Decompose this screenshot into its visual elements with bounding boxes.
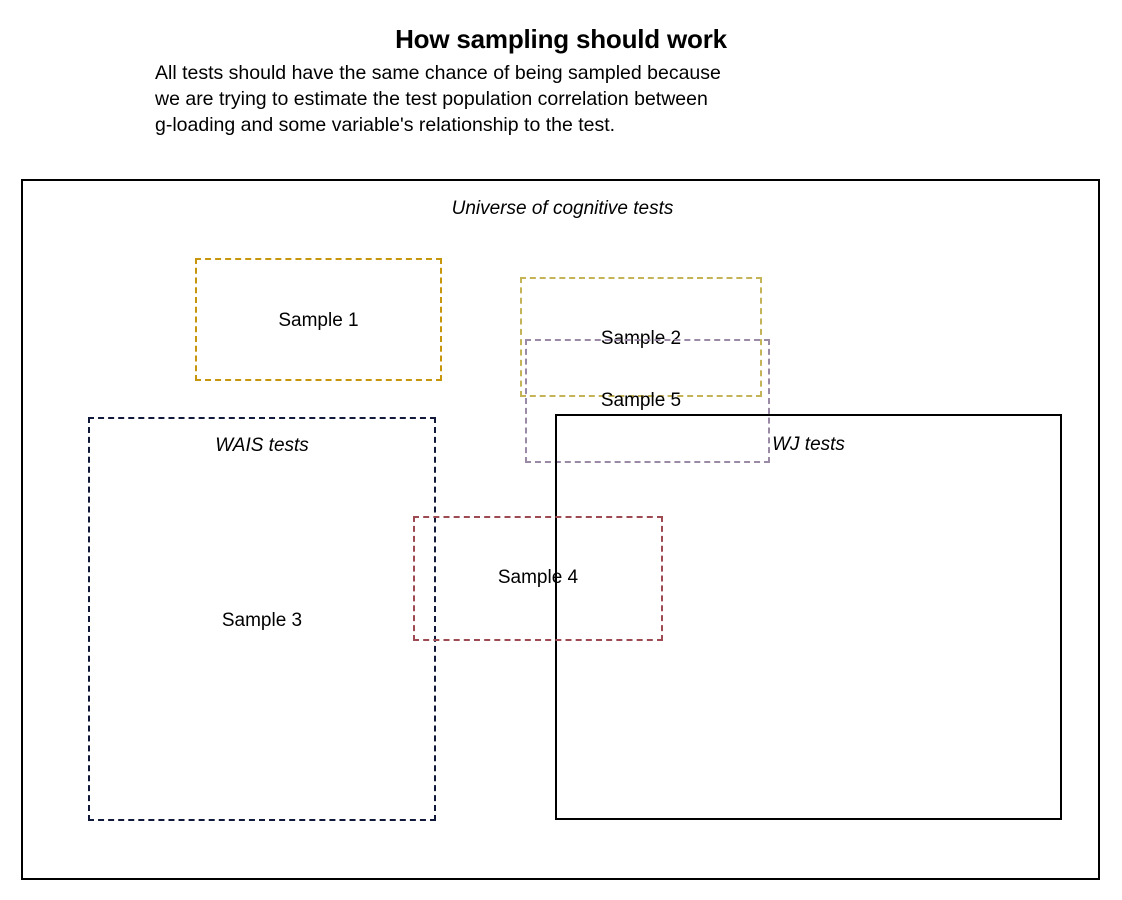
page-subtitle: All tests should have the same chance of… — [155, 62, 721, 136]
sample-5-box[interactable] — [525, 339, 770, 463]
wj-tests-box[interactable] — [555, 414, 1062, 820]
sample-1-label: Sample 1 — [278, 310, 359, 331]
wj-tests-label: WJ tests — [772, 434, 845, 455]
sample-4-label: Sample 4 — [497, 567, 579, 588]
page-title: How sampling should work — [395, 24, 727, 54]
wais-tests-label: WAIS tests — [215, 435, 309, 456]
header-block: How sampling should work All tests shoul… — [0, 0, 1122, 170]
sample-4-box[interactable] — [413, 516, 663, 641]
sample-2-label: Sample 2 — [600, 328, 682, 349]
sample-2-box[interactable] — [520, 277, 762, 397]
diagram-frame: Universe of cognitive tests Sample 1 Sam… — [21, 179, 1100, 880]
sample-3-label: Sample 3 — [221, 610, 303, 631]
sample-1-box[interactable] — [195, 258, 442, 381]
sample-5-label: Sample 5 — [600, 390, 682, 411]
wais-tests-box[interactable] — [88, 417, 436, 821]
universe-label: Universe of cognitive tests — [451, 198, 674, 219]
